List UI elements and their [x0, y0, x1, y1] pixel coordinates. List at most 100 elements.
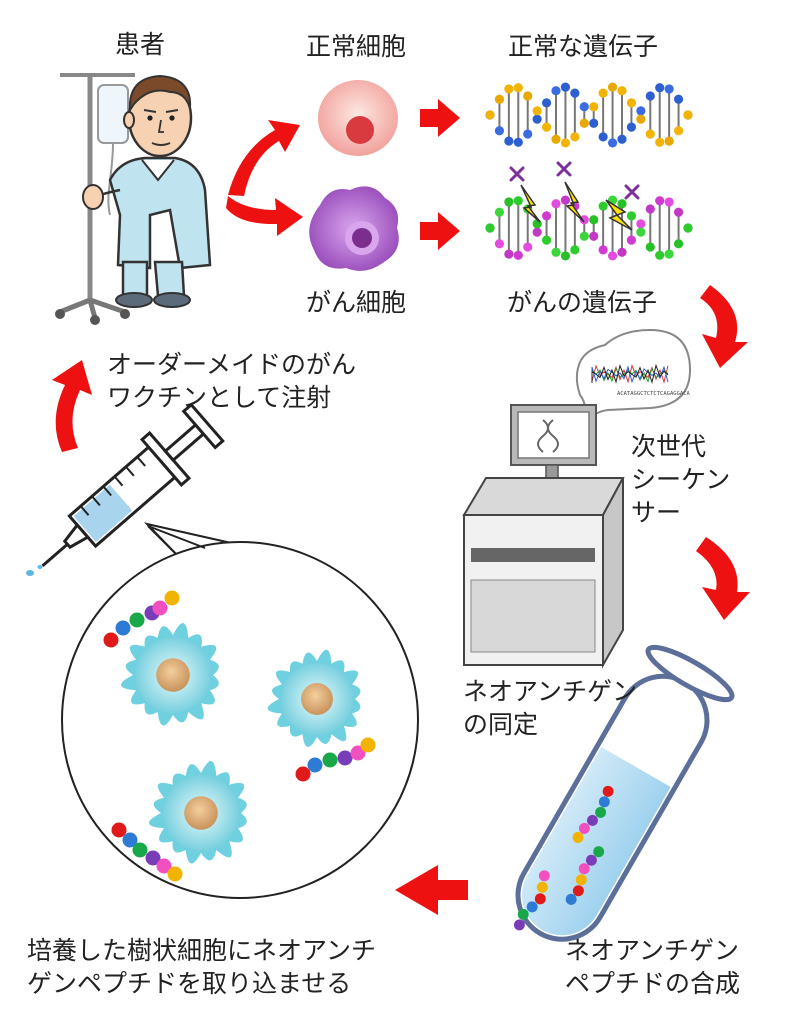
- droplets: [26, 565, 43, 576]
- label-synth-line1: ネオアンチゲン: [565, 935, 739, 968]
- label-synth-line2: ペプチドの合成: [565, 968, 740, 1001]
- arrow-vaccine-to-patient: [52, 360, 92, 452]
- dna-bead: [665, 136, 674, 145]
- dna-bead: [599, 245, 608, 254]
- dna-bead: [561, 138, 570, 147]
- dna-bead: [495, 126, 504, 135]
- arrow-tube-to-cells: [395, 865, 468, 915]
- dna-bead: [495, 208, 504, 217]
- dna-bead: [655, 83, 664, 92]
- cell-peptide-bead: [153, 601, 168, 616]
- dna-bead: [636, 228, 645, 237]
- label-sequencer-line3: サー: [631, 497, 681, 530]
- dna-bead: [570, 132, 579, 141]
- cancer-cell: [309, 186, 399, 270]
- dna-bead: [561, 195, 570, 204]
- dna-bead: [542, 98, 551, 107]
- dna-bead: [551, 86, 560, 95]
- label-sequencer-line2: シーケン: [631, 464, 730, 497]
- dna-bead: [533, 115, 542, 124]
- dna-bead: [495, 95, 504, 104]
- label-sequencer-line1: 次世代: [631, 431, 706, 464]
- dna-bead: [617, 135, 626, 144]
- dna-bead: [523, 129, 532, 138]
- dna-bead: [504, 84, 513, 93]
- label-normal-gene: 正常な遺伝子: [508, 31, 658, 64]
- dna-bead: [608, 251, 617, 260]
- cell-peptide-bead: [133, 843, 148, 858]
- dna-bead: [646, 204, 655, 213]
- normal-cell: [318, 80, 398, 156]
- cell-peptide-bead: [323, 753, 338, 768]
- cell-peptide-bead: [296, 767, 311, 782]
- dna-bead: [504, 249, 513, 258]
- dna-bead: [580, 102, 589, 111]
- cell-peptide-bead: [165, 591, 180, 606]
- dna-bead: [665, 249, 674, 258]
- dna-bead: [674, 239, 683, 248]
- dendritic-cell-bubble: [62, 524, 418, 898]
- dna-bead: [589, 119, 598, 128]
- dna-bead: [655, 138, 664, 147]
- normal-gene-dna: [485, 82, 692, 147]
- dna-bead: [542, 123, 551, 132]
- dna-bead: [580, 119, 589, 128]
- dna-bead: [561, 251, 570, 260]
- dna-bead: [570, 89, 579, 98]
- cancer-gene-dna: [485, 195, 692, 260]
- label-cancer-cell: がん細胞: [306, 287, 406, 320]
- label-identify-line2: の同定: [463, 709, 538, 742]
- dna-bead: [655, 196, 664, 205]
- dna-bead: [627, 123, 636, 132]
- dna-bead: [495, 239, 504, 248]
- label-vaccine-line1: オーダーメイドのがん: [107, 349, 356, 382]
- dna-bead: [485, 110, 494, 119]
- cell-peptide-bead: [168, 867, 183, 882]
- label-vaccine-line2: ワクチンとして注射: [107, 382, 331, 415]
- cell-peptide-bead: [308, 758, 323, 773]
- dna-bead: [561, 82, 570, 91]
- arrow-gene-to-sequencer: [700, 285, 748, 368]
- dna-bead: [589, 102, 598, 111]
- dna-bead: [523, 91, 532, 100]
- dendritic-cell-nucleus: [184, 796, 218, 830]
- dna-bead: [617, 86, 626, 95]
- dna-bead: [617, 248, 626, 257]
- arrow-normal-cell-to-gene: [420, 99, 460, 137]
- dna-bead: [608, 138, 617, 147]
- arrow-sequencer-to-tube: [696, 537, 750, 620]
- dna-bead: [646, 242, 655, 251]
- dna-bead: [514, 196, 523, 205]
- dendritic-cell-nucleus: [301, 683, 333, 715]
- dna-bead: [627, 98, 636, 107]
- dna-bead: [533, 219, 542, 228]
- label-culture-line2: ゲンペプチドを取り込ませる: [27, 968, 351, 1001]
- dna-bead: [589, 232, 598, 241]
- dna-bead: [589, 215, 598, 224]
- dna-bead: [485, 223, 494, 232]
- dna-bead: [674, 208, 683, 217]
- arrow-cancer-cell-to-gene: [420, 212, 460, 250]
- dna-bead: [617, 199, 626, 208]
- label-cancer-gene: がんの遺伝子: [507, 287, 657, 320]
- label-identify-line1: ネオアンチゲン: [463, 676, 637, 709]
- dna-bead: [683, 110, 692, 119]
- dna-bead: [646, 91, 655, 100]
- monitor-sequence: ACATAGGCTCTCTCAGAGGACA: [617, 391, 691, 397]
- dna-bead: [533, 106, 542, 115]
- dna-bead: [674, 126, 683, 135]
- dna-bead: [551, 135, 560, 144]
- dna-bead: [551, 199, 560, 208]
- dna-bead: [608, 82, 617, 91]
- dna-bead: [514, 138, 523, 147]
- dna-bead: [533, 228, 542, 237]
- dendritic-cell-nucleus: [156, 658, 190, 692]
- dna-bead: [551, 248, 560, 257]
- label-patient: 患者: [115, 29, 165, 62]
- dna-bead: [646, 129, 655, 138]
- dna-bead: [523, 242, 532, 251]
- dna-bead: [655, 251, 664, 260]
- dna-bead: [627, 236, 636, 245]
- cell-peptide-bead: [116, 621, 131, 636]
- dna-bead: [514, 251, 523, 260]
